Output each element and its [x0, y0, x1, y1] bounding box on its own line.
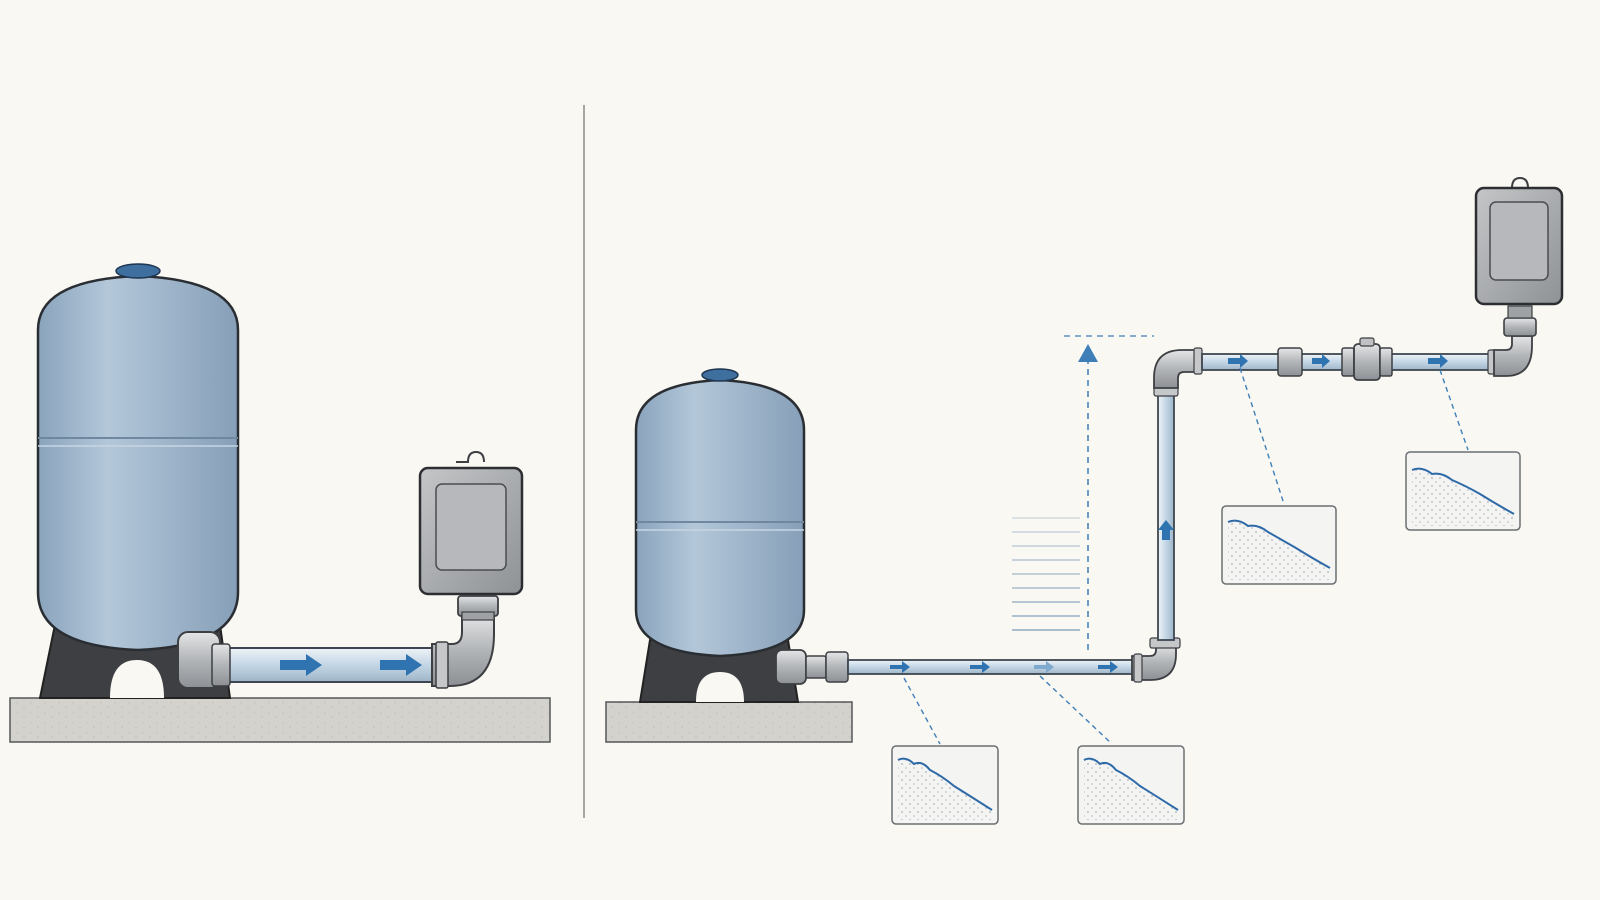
check-valve-icon — [1341, 337, 1393, 381]
pressure-drop-graph-icon — [1405, 451, 1521, 531]
pressure-drop-graph-icon — [891, 745, 999, 825]
callout-leaders — [903, 367, 1469, 745]
remote-switch-layout-panel — [605, 176, 1564, 825]
pressure-drop-graph-icon — [1221, 505, 1337, 585]
union-fitting — [1277, 347, 1303, 377]
pressure-tank-icon — [634, 368, 806, 658]
pipe-elbow-icon — [1131, 637, 1181, 683]
concrete-slab — [605, 701, 853, 743]
pressure-switch-icon — [1474, 176, 1564, 306]
pressure-drop-graph-icon — [1077, 745, 1185, 825]
flow-arrows — [890, 354, 1448, 673]
flow-arrow-icon — [1098, 661, 1118, 673]
tank-cap — [701, 368, 739, 382]
close-coupled-layout-panel — [9, 263, 551, 743]
pressure-tank-icon — [36, 263, 240, 652]
tank-cap — [115, 263, 161, 279]
flow-arrow-icon — [280, 654, 322, 676]
flow-arrow-icon — [1312, 354, 1330, 368]
elevation-indicator — [1064, 335, 1154, 650]
flow-arrows — [280, 654, 422, 676]
static-head-lines — [1012, 517, 1080, 631]
riser-pipe — [1157, 391, 1175, 641]
pipe-elbow-icon — [431, 613, 495, 689]
pipe-elbow-icon — [1153, 347, 1203, 397]
flow-arrow-icon — [890, 661, 910, 673]
flow-arrow-icon — [380, 654, 422, 676]
flow-arrow-icon — [1034, 661, 1054, 673]
pressure-switch-icon — [418, 450, 524, 596]
pipe-elbow-icon — [1487, 335, 1533, 377]
flow-arrow-icon — [1158, 520, 1174, 540]
flow-arrow-icon — [1228, 354, 1248, 368]
flow-arrow-icon — [970, 661, 990, 673]
concrete-slab — [9, 697, 551, 743]
flow-arrow-icon — [1428, 354, 1448, 368]
